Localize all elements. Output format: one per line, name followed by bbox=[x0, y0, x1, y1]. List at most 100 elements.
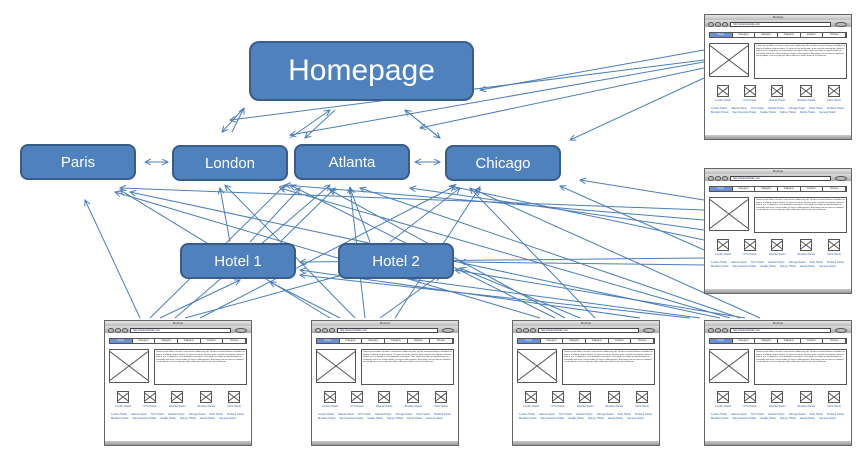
image-placeholder-icon bbox=[143, 391, 156, 403]
body-text: Lorem ipsum dolor sit amet, consectetur … bbox=[754, 349, 847, 385]
node-hotel-1[interactable]: Hotel 1 bbox=[180, 243, 296, 279]
footer-link: San Francisco Hotels bbox=[732, 265, 757, 268]
thumb-link: NYC Hotels bbox=[350, 405, 364, 408]
image-placeholder-icon bbox=[828, 391, 841, 403]
footer-link: Seattle Hotels bbox=[160, 417, 176, 420]
image-placeholder-icon bbox=[800, 85, 813, 97]
nav-tab: Category bbox=[733, 339, 756, 343]
node-london[interactable]: London bbox=[172, 145, 288, 181]
status-bar bbox=[705, 135, 851, 139]
footer-link: Atlanta Hotels bbox=[539, 413, 555, 416]
nav-tab: Category bbox=[133, 339, 156, 343]
url-field: http://www.hotelsite.com bbox=[130, 328, 231, 333]
arrow-connector bbox=[480, 49, 705, 90]
footer-link: San Francisco Hotels bbox=[540, 417, 565, 420]
image-placeholder-icon bbox=[743, 85, 756, 97]
footer-link: Portland Hotels bbox=[826, 261, 844, 264]
body-text: Lorem ipsum dolor sit amet, consectetur … bbox=[754, 43, 847, 79]
footer-link: Paris Hotels bbox=[416, 413, 430, 416]
arrow-connector bbox=[85, 200, 141, 319]
footer-link: Portland Hotels bbox=[826, 413, 844, 416]
thumb-link: London Hotels bbox=[715, 405, 732, 408]
footer-link: Sydney Hotels bbox=[779, 417, 796, 420]
image-placeholder-icon bbox=[709, 197, 749, 231]
address-bar: http://www.hotelsite.com bbox=[705, 20, 851, 27]
image-placeholder-icon bbox=[800, 239, 813, 251]
status-bar bbox=[312, 441, 458, 445]
nav-tab: Category bbox=[541, 339, 564, 343]
footer-link: Geneva Hotels bbox=[819, 265, 836, 268]
thumb-link: Orlando Hotels bbox=[576, 405, 594, 408]
wireframe-title: Mockup bbox=[705, 321, 851, 326]
thumb-link: Brooklyn Hotels bbox=[797, 405, 816, 408]
nav-tab: Category bbox=[178, 339, 201, 343]
nav-tab: Category bbox=[155, 339, 179, 343]
node-homepage[interactable]: Homepage bbox=[249, 41, 474, 101]
nav-tab: Category bbox=[778, 187, 801, 191]
footer-link: NYC Hotels bbox=[750, 413, 764, 416]
thumb-link: Brooklyn Hotels bbox=[605, 405, 624, 408]
address-bar: http://www.hotelsite.com bbox=[105, 326, 251, 333]
footer-link: Detroit Hotels bbox=[799, 417, 816, 420]
node-chicago[interactable]: Chicago bbox=[445, 145, 561, 181]
node-paris[interactable]: Paris bbox=[20, 144, 136, 180]
nav-tab: Privacy bbox=[223, 339, 247, 343]
node-atlanta[interactable]: Atlanta bbox=[294, 144, 410, 180]
image-placeholder-icon bbox=[771, 239, 784, 251]
footer-link: Sydney Hotels bbox=[779, 265, 796, 268]
body-text: Lorem ipsum dolor sit amet, consectetur … bbox=[562, 349, 655, 385]
thumb-link: NYC Hotels bbox=[743, 99, 757, 102]
footer-link: Orlando Hotels bbox=[575, 413, 593, 416]
node-hotel-2[interactable]: Hotel 2 bbox=[338, 243, 454, 279]
image-placeholder-icon bbox=[709, 43, 749, 77]
image-placeholder-icon bbox=[525, 391, 538, 403]
nav-tab: Category bbox=[778, 33, 801, 37]
footer-link: Detroit Hotels bbox=[799, 111, 816, 114]
footer-link: London Hotels bbox=[519, 413, 536, 416]
footer-link: Seattle Hotels bbox=[760, 265, 776, 268]
body-text: Lorem ipsum dolor sit amet, consectetur … bbox=[361, 349, 454, 385]
image-placeholder-icon bbox=[743, 391, 756, 403]
nav-tab: Explore bbox=[801, 33, 824, 37]
url-field: http://www.hotelsite.com bbox=[730, 328, 831, 333]
footer-link: Orlando Hotels bbox=[167, 413, 185, 416]
footer-link: Sydney Hotels bbox=[779, 111, 796, 114]
nav-tab: Category bbox=[586, 339, 609, 343]
nav-tab: Home bbox=[710, 187, 733, 191]
footer-link: Portland Hotels bbox=[226, 413, 244, 416]
thumb-link: Paris Hotels bbox=[827, 253, 841, 256]
footer-link: San Francisco Hotels bbox=[732, 417, 757, 420]
footer-link: NYC Hotels bbox=[150, 413, 164, 416]
status-bar bbox=[513, 441, 659, 445]
footer-link: Geneva Hotels bbox=[627, 417, 644, 420]
image-placeholder-icon bbox=[771, 85, 784, 97]
thumb-link: Orlando Hotels bbox=[375, 405, 393, 408]
nav-tab: Privacy bbox=[823, 339, 847, 343]
nav-tab: Privacy bbox=[631, 339, 655, 343]
thumb-link: Paris Hotels bbox=[827, 405, 841, 408]
image-placeholder-icon bbox=[109, 349, 149, 383]
footer-link: Brooklyn Hotels bbox=[519, 417, 537, 420]
nav-tab: Home bbox=[317, 339, 340, 343]
nav-tab: Category bbox=[755, 187, 779, 191]
footer-link: Atlanta Hotels bbox=[731, 413, 747, 416]
thumb-link: NYC Hotels bbox=[743, 405, 757, 408]
footer-link: London Hotels bbox=[711, 413, 728, 416]
footer-link: Atlanta Hotels bbox=[338, 413, 354, 416]
address-bar: http://www.hotelsite.com bbox=[312, 326, 458, 333]
footer-link: Orlando Hotels bbox=[767, 413, 785, 416]
image-placeholder-icon bbox=[324, 391, 337, 403]
thumb-link: NYC Hotels bbox=[143, 405, 157, 408]
thumb-link: London Hotels bbox=[715, 253, 732, 256]
nav-tab: Explore bbox=[801, 187, 824, 191]
arrow-connector bbox=[380, 275, 701, 319]
arrow-connector bbox=[475, 190, 761, 319]
footer-link: San Francisco Hotels bbox=[132, 417, 157, 420]
wireframe-title: Mockup bbox=[513, 321, 659, 326]
